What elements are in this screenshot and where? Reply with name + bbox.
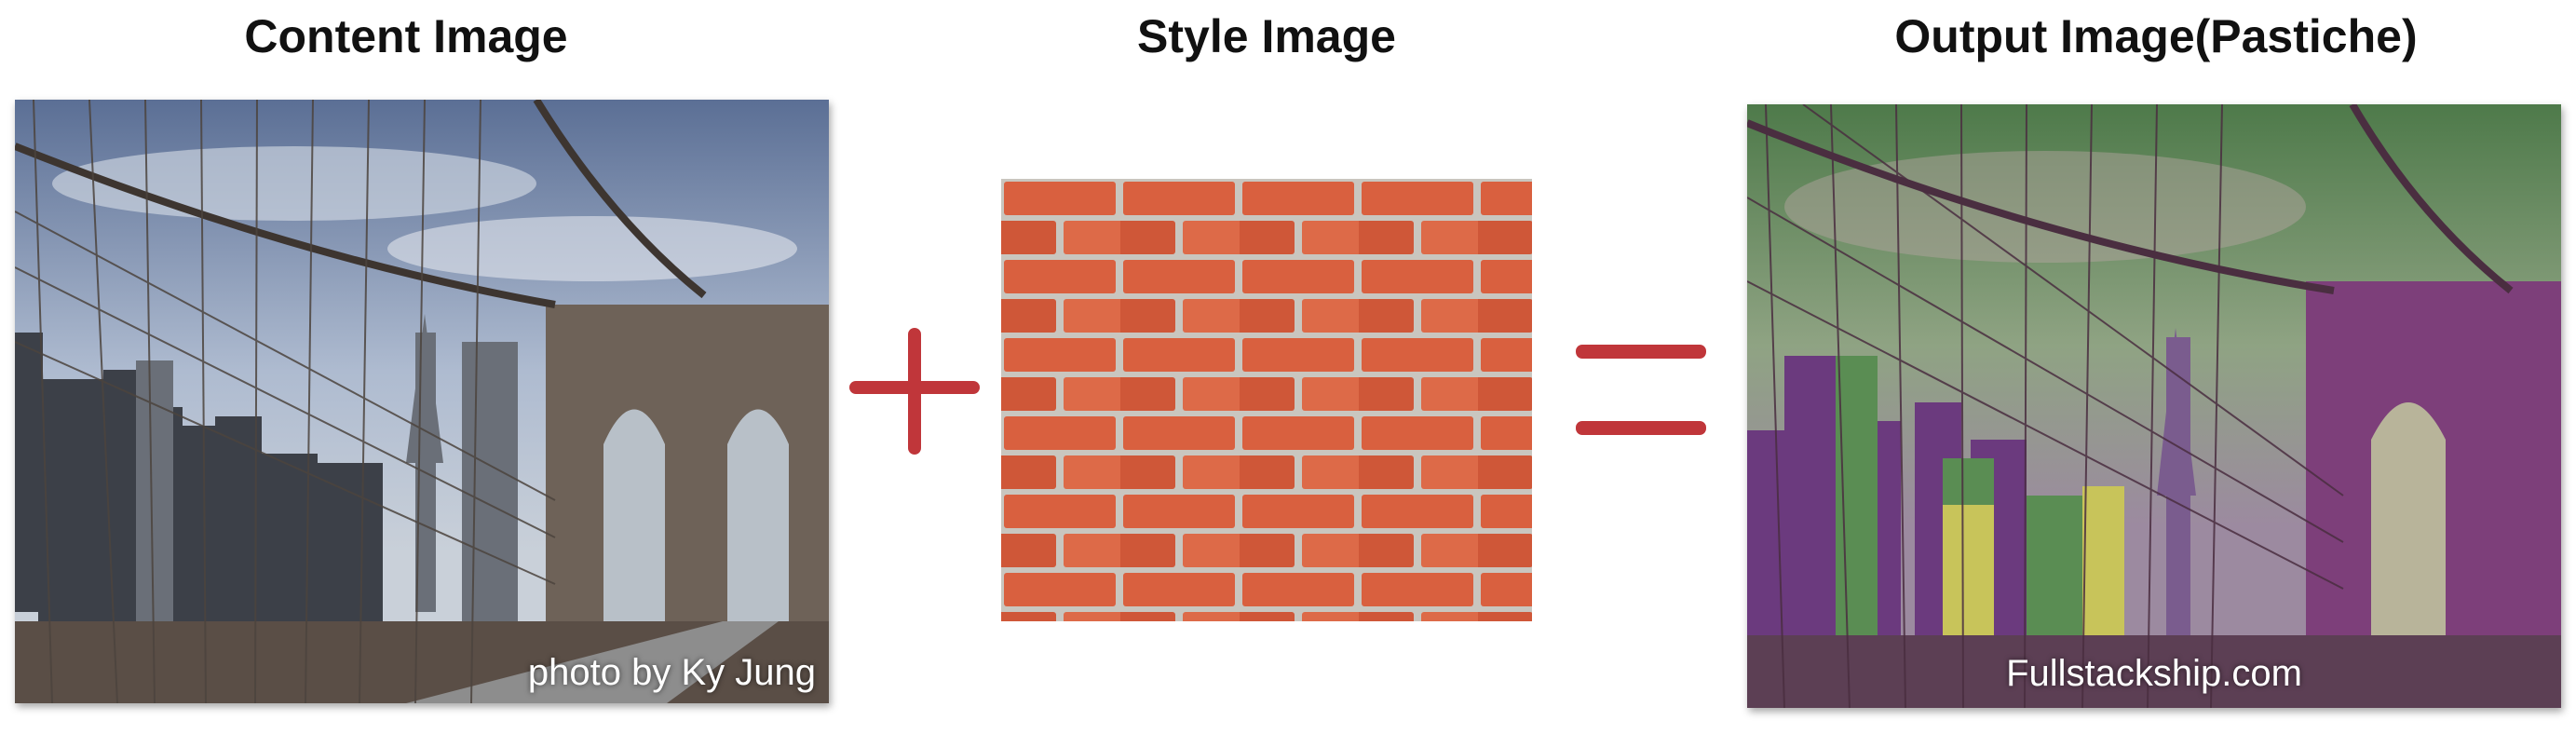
output-image-heading: Output Image(Pastiche) — [1894, 10, 2418, 62]
style-image — [1001, 179, 1532, 621]
content-photo-credit: photo by Ky Jung — [527, 652, 816, 693]
equals-icon — [1576, 345, 1706, 438]
plus-icon — [849, 328, 980, 455]
content-image-heading: Content Image — [244, 10, 568, 62]
style-image-heading: Style Image — [1137, 10, 1396, 62]
output-image: Fullstackship.com — [1747, 104, 2561, 708]
output-watermark: Fullstackship.com — [2006, 653, 2302, 694]
content-image: photo by Ky Jung — [15, 100, 829, 703]
